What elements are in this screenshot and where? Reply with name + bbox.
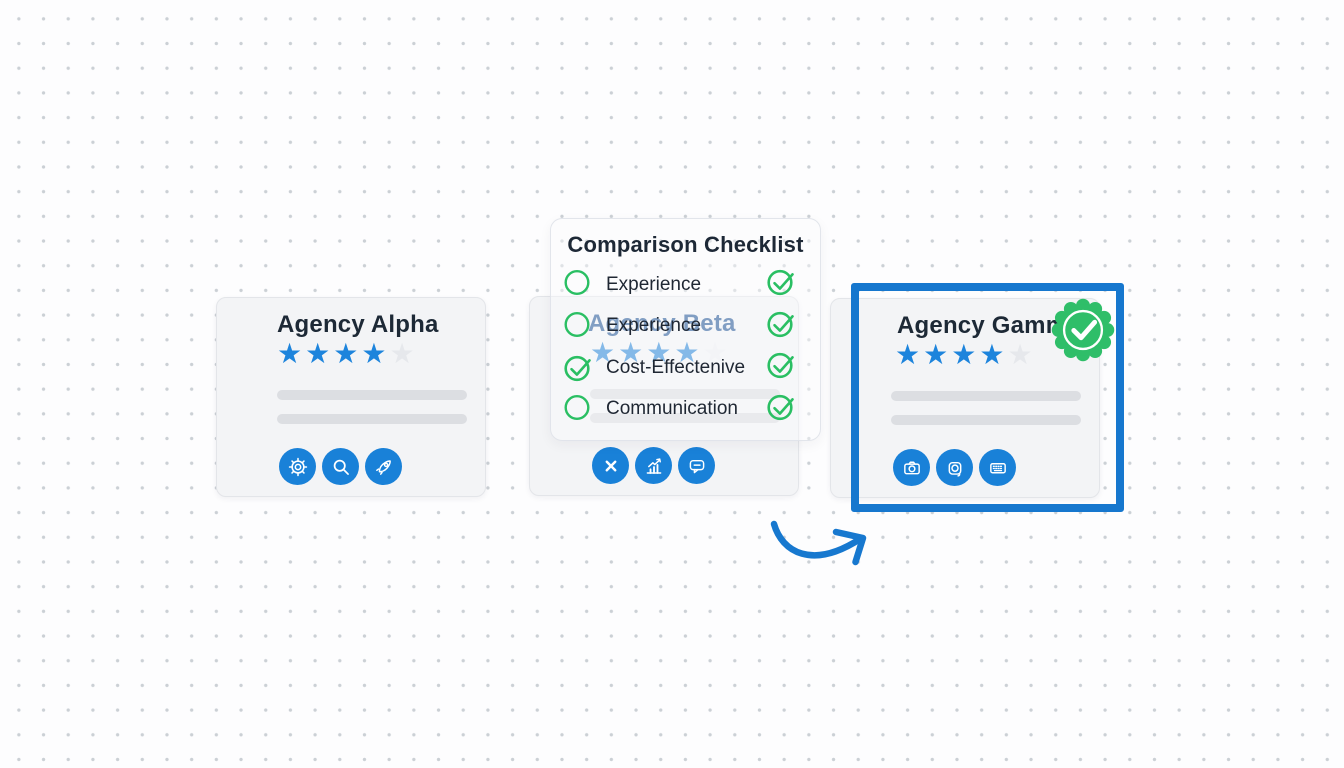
search-button[interactable] [322, 448, 359, 485]
verified-badge [1050, 297, 1116, 363]
status-check [766, 267, 796, 302]
speech-bubble-icon [689, 459, 704, 473]
checklist-item: Communication [551, 389, 820, 431]
placeholder-bar [590, 413, 780, 423]
checked-circle-icon [564, 355, 591, 381]
checklist-item: Cost-Effectenive [551, 347, 820, 389]
star-filled-icon: ★ [979, 339, 1008, 370]
agency-card-alpha: Agency Alpha ★★★★★ [216, 297, 486, 497]
card-action-row [279, 448, 402, 485]
placeholder-bar [590, 389, 780, 399]
keyboard-icon [989, 462, 1006, 474]
checklist-rows: Experience Experience Cost-Effectenive [551, 264, 820, 430]
status-check [766, 309, 796, 344]
check-circle-icon [767, 311, 794, 337]
x-button[interactable] [592, 447, 629, 484]
checklist-item-label: Experience [606, 273, 702, 295]
rating-stars: ★★★★★ [277, 340, 418, 368]
camera-icon [903, 460, 920, 474]
star-empty-icon: ★ [389, 338, 418, 369]
placeholder-bar [277, 390, 467, 400]
gear-button[interactable] [279, 448, 316, 485]
unchecked-circle-icon [564, 394, 590, 420]
left-checkbox[interactable] [563, 392, 593, 427]
instant-camera-icon [948, 461, 961, 477]
check-circle-icon [767, 394, 794, 420]
star-filled-icon: ★ [361, 338, 390, 369]
rocket-button[interactable] [365, 448, 402, 485]
star-filled-icon: ★ [923, 339, 952, 370]
instant-camera-button[interactable] [936, 449, 973, 486]
card-title: Agency Gamma [897, 312, 1081, 339]
gear-icon [288, 457, 307, 476]
curved-arrow-icon [762, 508, 880, 578]
star-empty-icon: ★ [1007, 339, 1036, 370]
bar-chart-button[interactable] [635, 447, 672, 484]
star-filled-icon: ★ [333, 338, 362, 369]
checklist-item-label: Cost-Effectenive [606, 356, 746, 378]
selection-frame [851, 283, 1124, 512]
rating-stars: ★★★★★ [895, 341, 1036, 369]
star-empty-icon: ★ [702, 337, 731, 368]
left-checkbox[interactable] [563, 267, 593, 302]
checklist-item-label: Experience [606, 315, 702, 337]
bar-chart-icon [646, 457, 661, 474]
placeholder-bar [891, 415, 1081, 425]
star-filled-icon: ★ [590, 337, 619, 368]
checklist-item: Experience [551, 264, 820, 306]
status-check [766, 392, 796, 427]
verified-check-seal-icon [1051, 298, 1115, 362]
star-filled-icon: ★ [618, 337, 647, 368]
star-filled-icon: ★ [646, 337, 675, 368]
placeholder-bar [277, 414, 467, 424]
left-checkbox[interactable] [563, 309, 593, 344]
rocket-icon [375, 459, 391, 475]
card-action-row [592, 447, 715, 484]
x-icon [605, 460, 616, 471]
card-title: Agency Beta [588, 310, 736, 337]
card-action-row [893, 449, 1016, 486]
star-filled-icon: ★ [277, 338, 306, 369]
checklist-title: Comparison Checklist [567, 232, 804, 257]
keyboard-button[interactable] [979, 449, 1016, 486]
camera-button[interactable] [893, 449, 930, 486]
checklist-item: Experience [551, 306, 820, 348]
star-filled-icon: ★ [305, 338, 334, 369]
comparison-checklist-card: Comparison Checklist Experience Experien… [550, 218, 821, 441]
star-filled-icon: ★ [895, 339, 924, 370]
status-check [766, 350, 796, 385]
unchecked-circle-icon [564, 270, 590, 296]
check-circle-icon [767, 353, 794, 379]
checklist-item-label: Communication [606, 398, 738, 420]
check-circle-icon [767, 270, 794, 296]
speech-bubble-button[interactable] [678, 447, 715, 484]
rating-stars: ★★★★★ [590, 339, 731, 367]
card-title: Agency Alpha [277, 311, 439, 338]
left-checkbox[interactable] [563, 353, 593, 383]
search-icon [333, 459, 349, 475]
star-filled-icon: ★ [951, 339, 980, 370]
unchecked-circle-icon [564, 311, 590, 337]
placeholder-bar [891, 391, 1081, 401]
star-filled-icon: ★ [674, 337, 703, 368]
